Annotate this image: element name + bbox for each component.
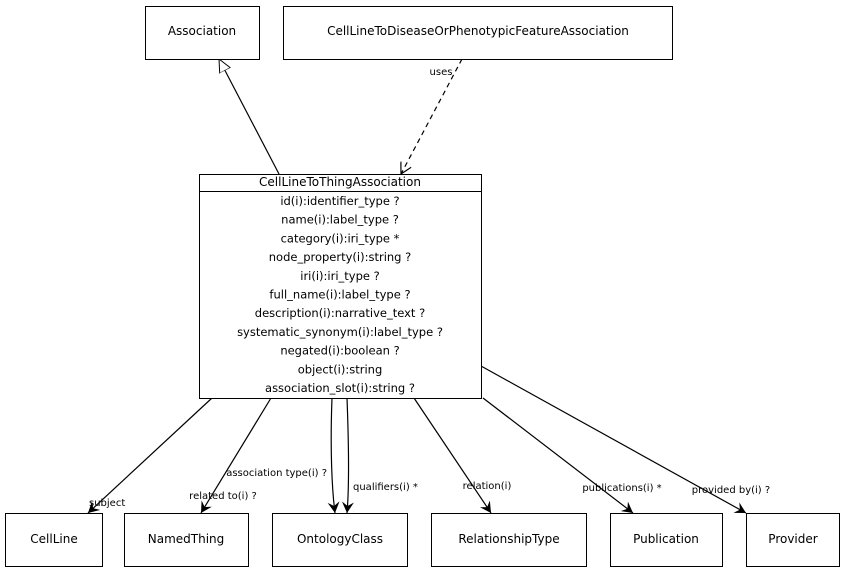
subject-label: subject — [89, 498, 125, 509]
provided-by-edge — [480, 365, 747, 514]
attribute: iri(i):iri_type ? — [300, 269, 379, 283]
attribute: category(i):iri_type * — [281, 231, 400, 245]
class-cell-line-to-disease[interactable]: CellLineToDiseaseOrPhenotypicFeatureAsso… — [283, 6, 673, 60]
attribute: systematic_synonym(i):label_type ? — [237, 325, 443, 339]
class-publication[interactable]: Publication — [610, 513, 723, 567]
class-named-thing[interactable]: NamedThing — [124, 513, 249, 567]
class-name: CellLineToThingAssociation — [259, 175, 421, 189]
publications-edge — [482, 397, 634, 514]
class-name: Association — [168, 24, 236, 38]
attribute: full_name(i):label_type ? — [269, 288, 410, 302]
class-association[interactable]: Association — [145, 6, 260, 60]
attribute: association_slot(i):string ? — [265, 381, 415, 395]
class-name: NamedThing — [148, 532, 225, 546]
class-relationship-type[interactable]: RelationshipType — [431, 513, 587, 567]
class-name: CellLineToDiseaseOrPhenotypicFeatureAsso… — [327, 24, 629, 38]
provided-by-label: provided by(i) ? — [692, 485, 770, 496]
class-ontology-class[interactable]: OntologyClass — [272, 513, 408, 567]
attribute: node_property(i):string ? — [269, 250, 412, 264]
attribute: id(i):identifier_type ? — [280, 194, 399, 208]
uses-label: uses — [430, 67, 453, 78]
attribute: name(i):label_type ? — [281, 213, 399, 227]
class-name: CellLine — [30, 532, 77, 546]
relation-label: relation(i) — [463, 481, 512, 492]
class-name: OntologyClass — [297, 532, 383, 546]
attribute: description(i):narrative_text ? — [255, 306, 425, 320]
relation-edge — [413, 397, 492, 514]
attribute-list: id(i):identifier_type ? name(i):label_typ… — [237, 194, 443, 395]
class-name: Provider — [768, 532, 817, 546]
subject-edge — [87, 397, 213, 514]
association-type-label: association type(i) ? — [226, 468, 327, 479]
uses-edge — [401, 58, 463, 174]
publications-label: publications(i) * — [582, 483, 661, 494]
qualifiers-edge — [341, 397, 354, 514]
generalization-edge — [219, 59, 280, 175]
class-provider[interactable]: Provider — [746, 513, 840, 567]
related-to-edge — [200, 397, 272, 514]
attribute: object(i):string — [298, 362, 383, 376]
class-name: RelationshipType — [458, 532, 559, 546]
class-cell-line-to-thing-association[interactable]: CellLineToThingAssociation id(i):identif… — [199, 174, 482, 399]
attribute: negated(i):boolean ? — [280, 344, 399, 358]
related-to-label: related to(i) ? — [189, 491, 257, 502]
association-type-edge — [327, 397, 340, 514]
qualifiers-label: qualifiers(i) * — [353, 482, 418, 493]
class-name: Publication — [633, 532, 699, 546]
class-cell-line[interactable]: CellLine — [5, 513, 103, 567]
